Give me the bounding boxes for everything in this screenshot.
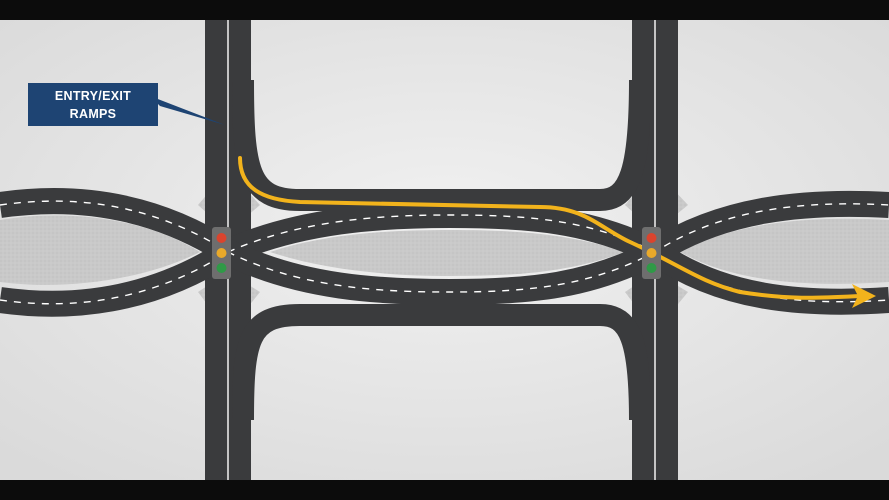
- callout-line-1: ENTRY/EXIT: [54, 89, 132, 103]
- interchange-diagram: ENTRY/EXIT RAMPS: [0, 20, 889, 480]
- light-red: [216, 233, 227, 243]
- median-center: [270, 230, 625, 276]
- light-yellow: [216, 248, 227, 258]
- traffic-light-right: [642, 227, 661, 279]
- median-right: [680, 218, 889, 284]
- median-left: [0, 215, 200, 285]
- road-network: [0, 20, 889, 480]
- exit-ramp-bottom: [232, 304, 651, 421]
- callout-line-2: RAMPS: [69, 107, 117, 121]
- light-yellow: [646, 248, 657, 258]
- route-arrow-head: [852, 284, 876, 308]
- traffic-light-left: [212, 227, 231, 279]
- lane-marking-bottom: [0, 251, 889, 305]
- light-green: [216, 263, 227, 273]
- callout-pointer: [150, 96, 225, 125]
- route-arrow-icon: [238, 156, 862, 300]
- lane-marking-top: [0, 200, 889, 253]
- entry-exit-ramps-callout: ENTRY/EXIT RAMPS: [28, 83, 158, 126]
- light-green: [646, 263, 657, 273]
- light-red: [646, 233, 657, 243]
